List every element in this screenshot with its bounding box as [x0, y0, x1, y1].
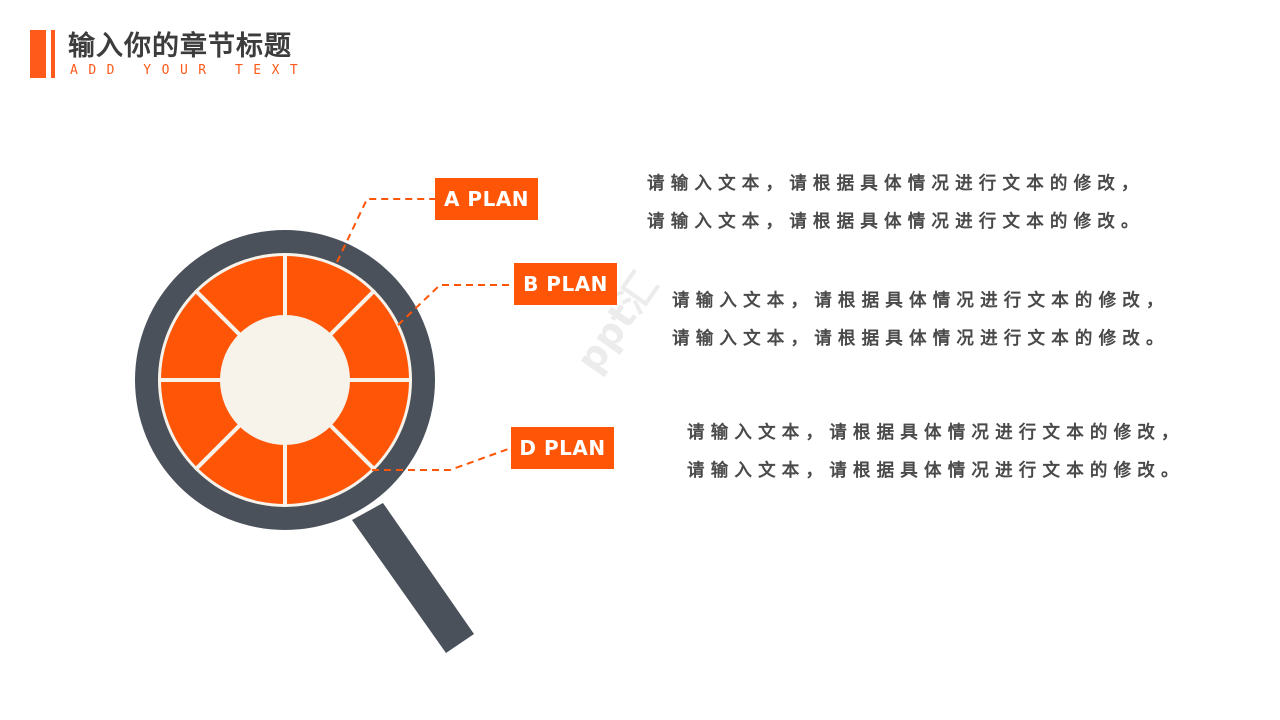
- lens-segments: [158, 253, 412, 507]
- plan-d-text-line-1: 请输入文本，请根据具体情况进行文本的修改，: [687, 423, 1185, 443]
- connector-d: [372, 447, 512, 471]
- section-title: 输入你的章节标题: [68, 31, 292, 62]
- plan-b-label: B PLAN: [514, 263, 617, 305]
- plan-d-text-line-2: 请输入文本，请根据具体情况进行文本的修改。: [687, 461, 1185, 481]
- plan-a-text-line-2: 请输入文本，请根据具体情况进行文本的修改。: [647, 212, 1145, 232]
- plan-a-label: A PLAN: [435, 178, 538, 220]
- plan-a-text-line-1: 请输入文本，请根据具体情况进行文本的修改，: [647, 174, 1145, 194]
- plan-b-text-line-2: 请输入文本，请根据具体情况进行文本的修改。: [672, 329, 1170, 349]
- title-accent-bar-thick: [30, 30, 46, 78]
- plan-b-text-line-1: 请输入文本，请根据具体情况进行文本的修改，: [672, 291, 1170, 311]
- lens-center: [220, 315, 350, 445]
- plan-d-label: D PLAN: [511, 427, 614, 469]
- section-subtitle: ADD YOUR TEXT: [70, 63, 309, 78]
- magnifier-handle: [352, 503, 474, 653]
- title-accent-bar-thin: [51, 30, 55, 78]
